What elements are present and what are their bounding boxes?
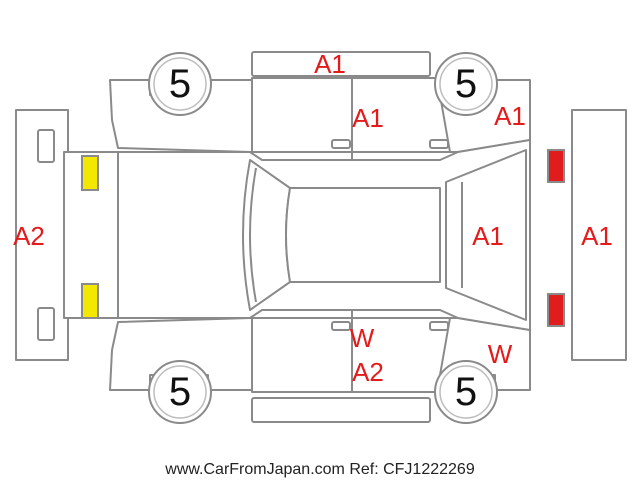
rear-bumper (571, 109, 627, 361)
roof-top-strip (251, 51, 431, 77)
rear-taillight-right (547, 293, 565, 327)
front-fog-left (37, 129, 55, 163)
damage-code-rear-quarter-lower-w: W (488, 339, 513, 369)
tire-front-right: 5 (148, 360, 212, 424)
damage-code-rear-glass: A1 (472, 221, 504, 251)
tire-rear-right: 5 (434, 360, 498, 424)
tire-rear-left: 5 (434, 52, 498, 116)
front-headlight-right (81, 283, 99, 319)
roof (285, 187, 441, 283)
damage-code-rear-bumper: A1 (581, 221, 613, 251)
rear-glass (445, 149, 527, 321)
tire-front-right-rating: 5 (169, 370, 191, 414)
source-footer: www.CarFromJapan.com Ref: CFJ1222269 (164, 461, 475, 478)
damage-code-front-door-upper: A1 (352, 103, 384, 133)
tire-rear-right-rating: 5 (455, 370, 477, 414)
tire-front-left: 5 (148, 52, 212, 116)
tire-rear-left-rating: 5 (455, 62, 477, 106)
damage-code-front-door-lower-w: W (350, 323, 375, 353)
car-top-view (63, 139, 531, 331)
front-bumper (15, 109, 69, 361)
damage-code-front-bumper: A2 (13, 221, 45, 251)
rear-taillight-left (547, 149, 565, 183)
front-headlight-left (81, 155, 99, 191)
tire-front-left-rating: 5 (169, 62, 191, 106)
front-fog-right (37, 307, 55, 341)
damage-code-rear-quarter-upper: A1 (494, 101, 526, 131)
rocker-bottom-strip (251, 397, 431, 423)
damage-code-front-door-lower-a2: A2 (352, 357, 384, 387)
damage-code-roof-top-edge: A1 (314, 49, 346, 79)
